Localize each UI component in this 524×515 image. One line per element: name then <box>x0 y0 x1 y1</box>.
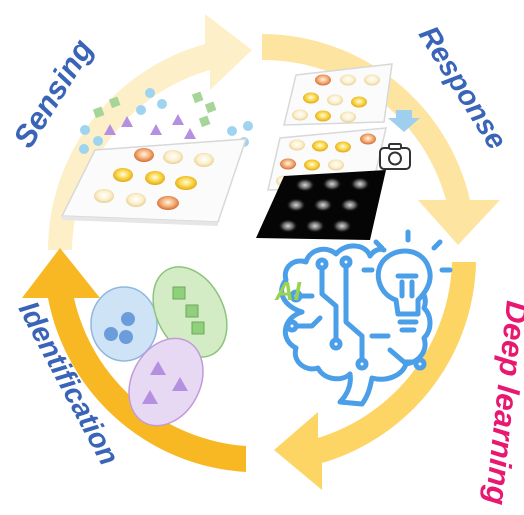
analyte-particles <box>79 88 253 154</box>
brain-lightbulb-icon <box>279 229 453 407</box>
cluster-purple <box>128 337 204 427</box>
cycle-arrow-bottom <box>274 262 476 490</box>
transition-arrow-icon <box>388 110 420 132</box>
sensor-array-plate <box>60 138 248 226</box>
cycle-arrow-left <box>22 248 246 472</box>
ai-label: AI <box>274 276 302 306</box>
cluster-blue <box>90 286 158 362</box>
stage-label-deep-learning: Deep learning <box>479 299 524 507</box>
camera-icon <box>379 143 411 170</box>
cluster-green <box>152 266 228 358</box>
response-plates <box>256 63 420 240</box>
